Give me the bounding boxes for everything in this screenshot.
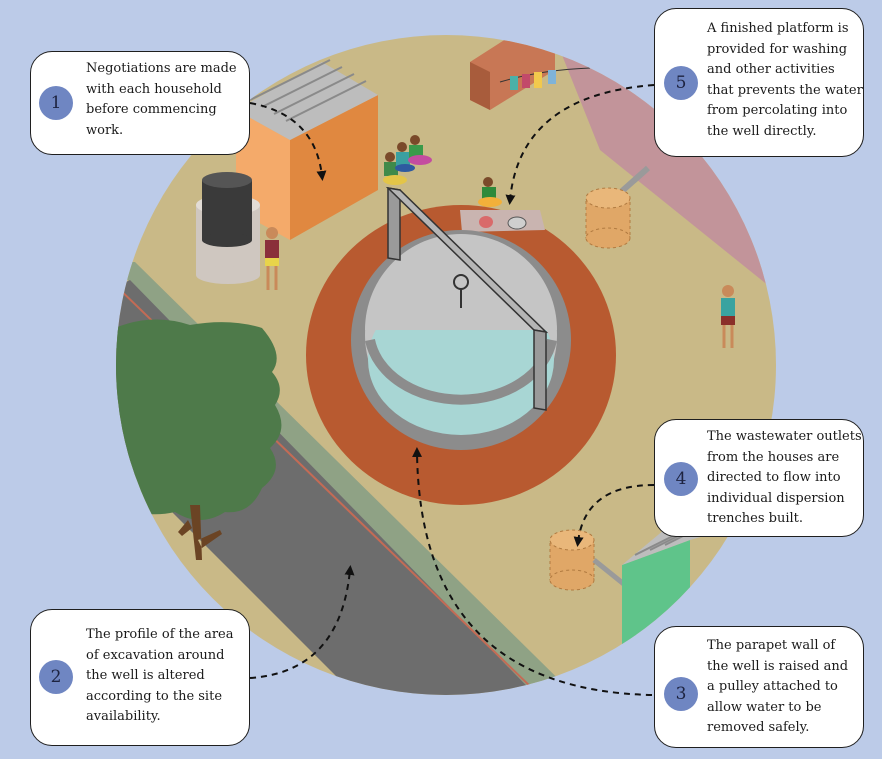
step-text-3: The parapet wall of the well is raised a…: [707, 638, 849, 735]
water-tank: [196, 172, 260, 284]
callout-step-2: 2 The profile of the area of excavation …: [30, 609, 250, 746]
callout-step-5: 5 A finished platform is provided for wa…: [654, 8, 864, 157]
group-of-people: [383, 135, 502, 207]
arrow-step-1: [249, 102, 327, 181]
arrow-step-5: [505, 84, 655, 205]
trench-right-top: [585, 165, 650, 249]
step-badge-2: 2: [39, 660, 73, 694]
callout-step-1: 1 Negotiations are made with each househ…: [30, 51, 250, 155]
person-right: [721, 285, 735, 348]
callout-step-3: 3 The parapet wall of the well is raised…: [654, 626, 864, 748]
arrow-step-4: [573, 484, 655, 547]
step-text-5: A finished platform is provided for wash…: [707, 21, 863, 139]
tree: [116, 319, 282, 560]
step-text-1: Negotiations are made with each househol…: [86, 61, 237, 138]
step-text-2: The profile of the area of excavation ar…: [86, 627, 234, 724]
step-badge-5: 5: [664, 66, 698, 100]
trench-right-bottom: [549, 529, 627, 591]
washing-platform: [460, 210, 545, 232]
person-left: [265, 227, 279, 290]
step-badge-4: 4: [664, 462, 698, 496]
step-badge-1: 1: [39, 86, 73, 120]
pulley-frame: [385, 186, 549, 411]
step-text-4: The wastewater outlets from the houses a…: [707, 429, 862, 526]
house-orange: [236, 59, 378, 240]
step-badge-3: 3: [664, 677, 698, 711]
arrow-step-2: [249, 565, 355, 679]
shed-top: [470, 35, 591, 110]
arrow-step-3: [412, 447, 653, 696]
callout-step-4: 4 The wastewater outlets from the houses…: [654, 419, 864, 537]
